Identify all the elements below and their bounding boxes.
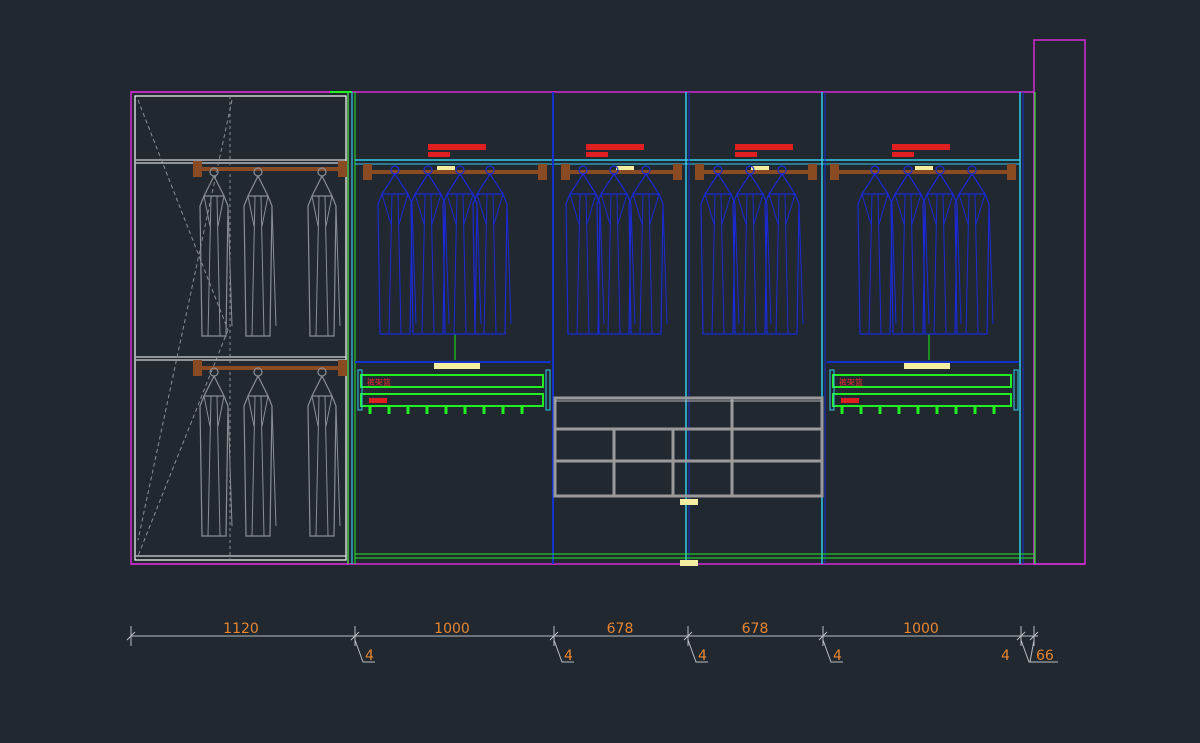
hanging-jacket [954,165,994,335]
hanging-rail [195,366,345,370]
rail-bracket [338,360,347,376]
hanging-rail [365,170,545,174]
trouser-racks: 裤架篮 裤架篮 [357,369,1019,414]
hanging-jacket [243,167,277,337]
hanging-garments [199,165,994,537]
dimension-thickness-label: 4 [698,648,707,664]
rail-bracket [830,164,839,180]
dimension-width-label: 1000 [903,621,939,637]
interior-panels [355,92,1034,564]
rail-bracket [695,164,704,180]
trouser-rack: 裤架篮 [357,369,551,414]
rail-bracket [338,161,347,177]
trouser-rack-label: 裤架篮 [839,377,863,387]
dimension-lines: 1120 1000 678 678 1000 4 4 4 4 4 66 [126,621,1058,664]
trouser-rack-label: 裤架篮 [367,377,391,387]
hanging-jacket [243,367,277,537]
dimension-end-panel-label: 66 [1036,648,1054,664]
rail-bracket [538,164,547,180]
rail-bracket [1007,164,1016,180]
green-indicators [454,334,930,360]
hanging-jacket [857,165,897,335]
hanging-jacket [764,165,804,335]
hanging-rails [193,161,1016,376]
rail-bracket [561,164,570,180]
trouser-rack: 裤架篮 [829,369,1019,414]
hanging-jacket [565,165,605,335]
dimension-width-label: 678 [742,621,769,637]
hanging-jacket [628,165,668,335]
hanging-jacket [472,165,512,335]
hanging-jacket [890,165,930,335]
rail-bracket [363,164,372,180]
hanging-jacket [377,165,417,335]
drawer-unit [553,396,824,498]
dimension-thickness-label: 4 [1001,648,1010,664]
yellow-markers [434,166,950,566]
dimension-thickness-label: 4 [833,648,842,664]
hanging-jacket [596,165,636,335]
hanging-jacket [700,165,740,335]
hanging-rail [195,167,345,171]
rail-bracket [673,164,682,180]
red-labels [428,144,950,157]
rail-bracket [808,164,817,180]
dimension-width-label: 1000 [434,621,470,637]
hanging-jacket [307,167,341,337]
dimension-thickness-label: 4 [564,648,573,664]
dimension-width-label: 1120 [223,621,259,637]
rail-bracket [193,161,202,177]
dimension-width-label: 678 [607,621,634,637]
left-door-section [136,92,356,564]
hanging-rail [697,170,815,174]
hanging-jacket [732,165,772,335]
end-side-panel [1033,39,1086,565]
hanging-jacket [199,167,233,337]
hanging-jacket [307,367,341,537]
hanging-jacket [199,367,233,537]
dimension-thickness-label: 4 [365,648,374,664]
rail-bracket [193,360,202,376]
hanging-rail [832,170,1014,174]
cabinet-frame [130,39,1086,565]
hanging-jacket [922,165,962,335]
hanging-jacket [442,165,482,335]
hanging-rail [563,170,680,174]
hanging-jacket [410,165,450,335]
